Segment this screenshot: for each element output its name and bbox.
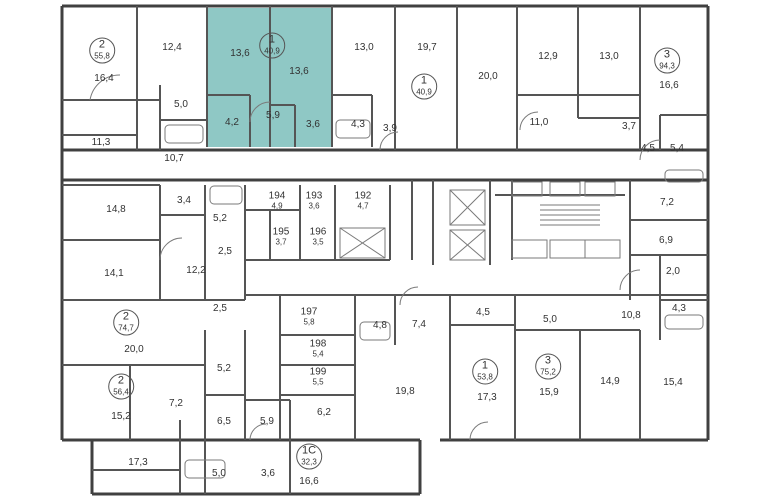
room-area-label: 15,4: [663, 377, 683, 388]
room-area-label: 19,7: [417, 42, 437, 53]
room-area-label: 15,9: [539, 387, 559, 398]
room-area-label: 2,0: [666, 266, 680, 277]
apartment-marker-ring: [88, 37, 115, 63]
storage-number: 193: [305, 190, 323, 202]
room-area-label: 20,0: [478, 71, 498, 82]
apartment-marker-ring: [258, 32, 285, 58]
storage-area: 3,7: [275, 237, 287, 247]
room-area-label: 4,2: [225, 117, 239, 128]
room-area-label: 12,2: [186, 265, 206, 276]
storage-area: 5,4: [312, 349, 324, 359]
room-area-label: 17,3: [477, 392, 497, 403]
storage-area: 4,9: [271, 201, 283, 211]
storage-number: 196: [309, 226, 327, 238]
room-area-label: 16,6: [659, 80, 679, 91]
room-area-label: 5,2: [217, 363, 231, 374]
room-area-label: 4,3: [351, 119, 365, 130]
room-area-label: 16,6: [299, 476, 319, 487]
room-area-label: 3,7: [622, 121, 636, 132]
apartment-marker-ring: [410, 73, 437, 99]
apartment-marker-ring: [534, 353, 561, 379]
room-area-label: 5,9: [260, 416, 274, 427]
room-area-label: 7,2: [660, 197, 674, 208]
storage-number: 195: [272, 226, 290, 238]
storage-area: 4,7: [357, 201, 369, 211]
room-area-label: 19,8: [395, 386, 415, 397]
room-area-label: 15,2: [111, 411, 131, 422]
room-area-label: 14,1: [104, 268, 124, 279]
room-area-label: 12,4: [162, 42, 182, 53]
room-area-label: 16,4: [94, 73, 114, 84]
apartment-marker-ring: [471, 358, 498, 384]
room-area-label: 10,7: [164, 153, 184, 164]
room-area-label: 4,8: [373, 320, 387, 331]
room-area-label: 2,5: [213, 303, 227, 314]
apartment-marker-ring: [112, 309, 139, 335]
room-area-label: 13,0: [354, 42, 374, 53]
room-area-label: 5,0: [174, 99, 188, 110]
room-area-label: 3,9: [383, 123, 397, 134]
room-area-label: 4,3: [672, 303, 686, 314]
room-area-label: 11,3: [91, 137, 111, 148]
room-area-label: 6,5: [217, 416, 231, 427]
room-area-label: 14,8: [106, 204, 126, 215]
room-area-label: 6,2: [317, 407, 331, 418]
storage-area: 3,6: [308, 201, 320, 211]
storage-number: 192: [354, 190, 372, 202]
room-area-label: 14,9: [600, 376, 620, 387]
storage-area: 5,5: [312, 377, 324, 387]
apartment-marker-ring: [295, 443, 322, 469]
room-area-label: 10,8: [621, 310, 641, 321]
apartment-marker-ring: [107, 373, 134, 399]
room-area-label: 2,5: [218, 246, 232, 257]
room-area-label: 13,6: [289, 66, 309, 77]
room-area-label: 17,3: [128, 457, 148, 468]
apartment-marker-ring: [653, 47, 680, 73]
room-area-label: 20,0: [124, 344, 144, 355]
room-area-label: 7,2: [169, 398, 183, 409]
room-area-label: 4,5: [476, 307, 490, 318]
storage-area: 5,8: [303, 317, 315, 327]
room-area-label: 13,6: [230, 48, 250, 59]
room-area-label: 11,0: [529, 117, 549, 128]
room-area-label: 5,0: [543, 314, 557, 325]
room-area-label: 6,9: [659, 235, 673, 246]
room-area-label: 5,0: [212, 468, 226, 479]
storage-area: 3,5: [312, 237, 324, 247]
storage-number: 198: [309, 338, 327, 350]
room-area-label: 13,0: [599, 51, 619, 62]
room-area-label: 4,5: [641, 143, 655, 154]
room-area-label: 5,9: [266, 110, 280, 121]
room-area-label: 5,2: [213, 213, 227, 224]
room-area-label: 3,6: [261, 468, 275, 479]
storage-number: 199: [309, 366, 327, 378]
storage-number: 197: [300, 306, 318, 318]
room-area-label: 3,6: [306, 119, 320, 130]
room-area-label: 7,4: [412, 319, 426, 330]
storage-number: 194: [268, 190, 286, 202]
room-area-label: 5,4: [670, 143, 684, 154]
room-area-label: 3,4: [177, 195, 191, 206]
room-area-label: 12,9: [538, 51, 558, 62]
